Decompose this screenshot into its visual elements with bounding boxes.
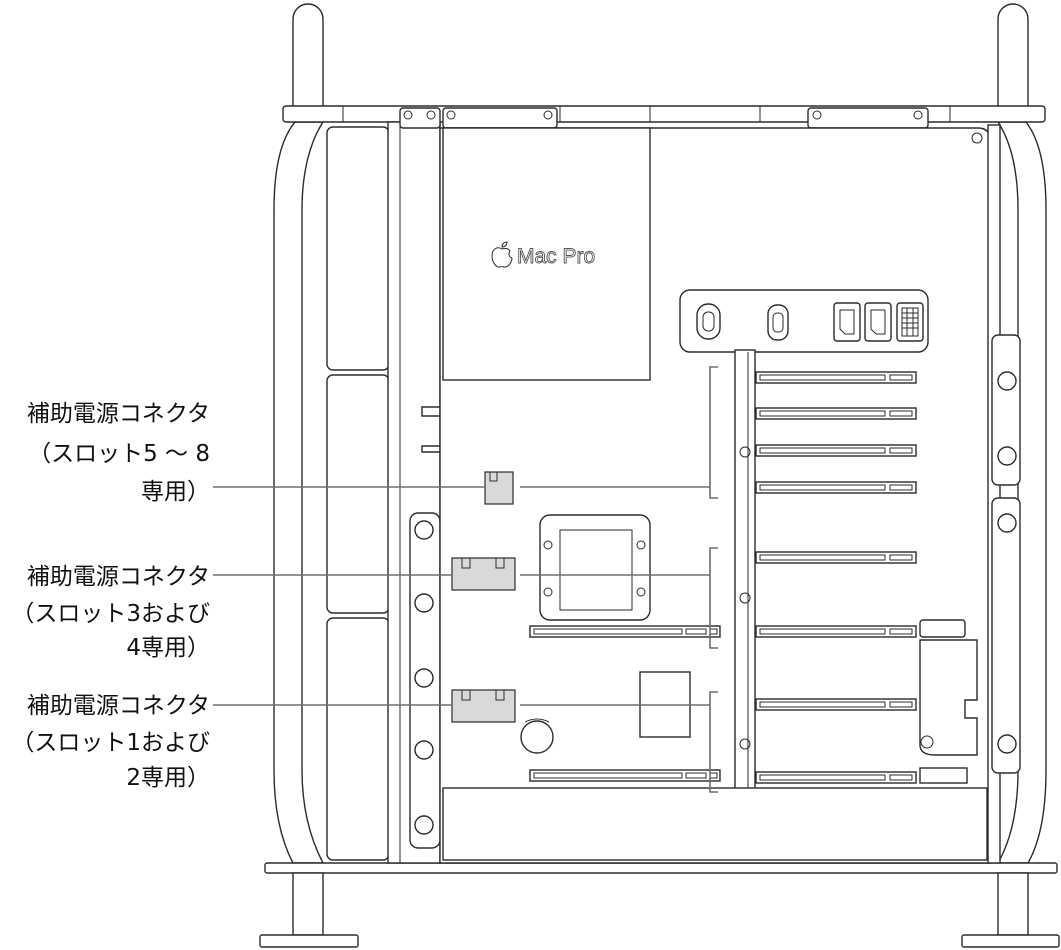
- fan-bay-top: [326, 126, 390, 371]
- screw: [403, 110, 413, 120]
- callout-detail: 4専用）: [126, 635, 210, 661]
- port-icon-inner: [870, 309, 886, 335]
- callout-detail: （スロット3および: [11, 601, 210, 627]
- bottom-rail: [264, 862, 1058, 874]
- callout-detail: （スロット5 ～ 8: [28, 441, 210, 467]
- callout-slots-1-2: 補助電源コネクタ （スロット1および 2専用）: [11, 693, 210, 791]
- callout-slots-5-8: 補助電源コネクタ （スロット5 ～ 8 専用）: [27, 401, 210, 505]
- callout-detail: 2専用）: [126, 765, 210, 791]
- mounting-hole: [414, 520, 434, 540]
- callout-detail: 専用）: [141, 479, 210, 505]
- callout-slots-3-4: 補助電源コネクタ （スロット3および 4専用）: [11, 564, 210, 661]
- pcie-slot-8: [755, 371, 917, 384]
- right-handle: [997, 3, 1029, 107]
- board-brand-label: Mac Pro: [517, 245, 595, 268]
- right-leg: [997, 872, 1029, 936]
- aux-power-connector-slots-3-4: [451, 557, 516, 591]
- coin-battery: [520, 718, 554, 754]
- left-foot: [259, 934, 359, 948]
- pin-header-grid: [902, 308, 918, 336]
- callout-detail: （スロット1および: [11, 730, 210, 756]
- usb-c-port-icon: [767, 304, 789, 341]
- board-module-hole: [920, 735, 934, 749]
- fan-bay-bottom: [326, 617, 390, 861]
- left-handle: [292, 3, 324, 107]
- mounting-hole: [414, 740, 434, 760]
- slot-backplane: [734, 349, 756, 791]
- board-connector-bottom: [919, 767, 968, 784]
- screw: [913, 110, 923, 120]
- mounting-hole: [414, 593, 434, 613]
- backplane-hole: [739, 738, 751, 750]
- mounting-hole: [414, 815, 434, 835]
- aux-power-connector-slots-1-2: [451, 689, 516, 723]
- apple-logo-icon: [491, 241, 513, 268]
- right-bracket-lower: [991, 497, 1021, 774]
- top-rail: [282, 105, 1046, 123]
- pcie-slot-1: [755, 771, 917, 784]
- power-supply: [442, 787, 988, 861]
- right-foot: [961, 934, 1060, 948]
- pin-header-inner: [901, 307, 919, 337]
- callout-title: 補助電源コネクタ: [27, 564, 210, 590]
- top-plate-right: [807, 107, 929, 129]
- mounting-hole: [997, 371, 1017, 391]
- board-corner-hole: [971, 132, 983, 144]
- pin-header-icon: [896, 302, 924, 342]
- pcie-slot-4: [755, 551, 917, 564]
- mounting-hole: [997, 446, 1017, 466]
- screw: [426, 110, 436, 120]
- slot-bracket-5-8: [709, 366, 718, 499]
- mounting-hole: [997, 734, 1017, 754]
- left-strip-notches: [421, 406, 440, 453]
- callout-title: 補助電源コネクタ: [27, 401, 210, 427]
- top-plate-center: [442, 107, 558, 129]
- aux-power-connector-slots-5-8: [484, 471, 514, 505]
- port-icon: [864, 302, 892, 342]
- pcie-slot-3: [755, 625, 917, 638]
- pcie-slot-7: [755, 407, 917, 420]
- backplane-hole: [739, 592, 751, 604]
- board-module: [919, 639, 978, 756]
- mounting-hole: [414, 668, 434, 688]
- top-plate-left: [399, 107, 441, 129]
- port-icon: [833, 302, 861, 342]
- left-leg: [292, 872, 324, 936]
- slot-bracket-1-2: [709, 691, 718, 793]
- screw: [812, 110, 822, 120]
- slot-bracket-3-4: [709, 547, 718, 649]
- backplane-hole: [739, 446, 751, 458]
- pcie-slot-6: [755, 444, 917, 457]
- processor-cover: [442, 127, 651, 381]
- left-frame-tube: [273, 121, 325, 864]
- screw: [446, 110, 456, 120]
- board-slot-upper: [529, 625, 721, 638]
- port-icon-inner: [839, 309, 855, 335]
- board-slot-lower: [529, 769, 721, 782]
- top-rail-ticks: [342, 106, 951, 122]
- pcie-slot-5: [755, 481, 917, 494]
- board-connector-small: [919, 619, 966, 638]
- pcie-slot-2: [755, 698, 917, 711]
- callout-title: 補助電源コネクタ: [27, 693, 210, 719]
- cpu-socket: [539, 514, 651, 621]
- power-button-icon: [696, 303, 721, 340]
- mounting-hole: [997, 513, 1017, 533]
- fan-bay-middle: [326, 374, 390, 614]
- usb-c-port-inner: [772, 312, 784, 333]
- power-button-inner: [702, 311, 715, 332]
- screw: [543, 110, 553, 120]
- right-bracket-upper: [991, 334, 1021, 486]
